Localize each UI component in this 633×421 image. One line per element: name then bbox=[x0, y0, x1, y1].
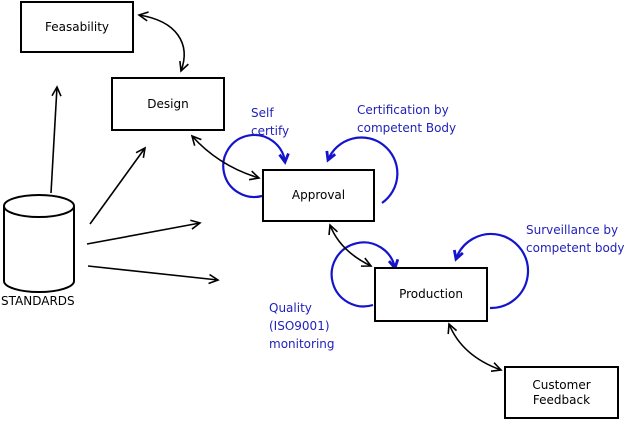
node-production: Production bbox=[374, 267, 488, 322]
node-customer-feedback: Customer Feedback bbox=[504, 366, 619, 419]
datastore-label: STANDARDS bbox=[1, 294, 75, 308]
annotation-certification-by-competent-body: Certification by competent Body bbox=[357, 103, 457, 135]
node-approval: Approval bbox=[262, 169, 375, 222]
arrow-feasability-design bbox=[137, 11, 189, 73]
arrow-design-approval bbox=[190, 134, 261, 181]
loop-surveillance-by-competent-body bbox=[452, 232, 530, 310]
database-cylinder-icon bbox=[3, 194, 75, 293]
annotation-surveillance-by-competent-body: Surveillance by competent body bbox=[526, 223, 625, 255]
node-design: Design bbox=[111, 77, 225, 131]
arrow-approval-production bbox=[328, 223, 373, 267]
arrow-standards-to-production bbox=[87, 265, 220, 285]
arrow-standards-to-design bbox=[89, 146, 147, 225]
loop-certification-by-competent-body bbox=[325, 136, 399, 204]
annotation-quality-iso9001-monitoring: Quality (ISO9001) monitoring bbox=[269, 301, 335, 351]
node-feasability: Feasability bbox=[20, 1, 134, 53]
arrow-standards-to-approval bbox=[86, 219, 202, 245]
arrow-standards-to-feasability bbox=[50, 85, 62, 194]
arrow-production-customer-feedback bbox=[447, 322, 503, 372]
annotation-self-certify: Self certify bbox=[251, 106, 290, 138]
